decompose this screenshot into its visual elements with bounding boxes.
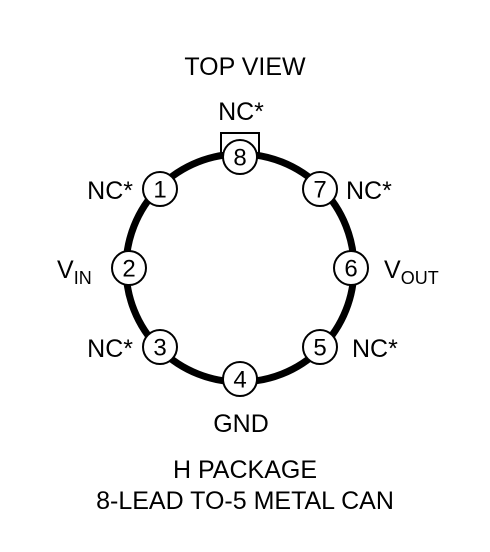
pin-number: 6 — [344, 256, 357, 283]
pin-circle — [142, 171, 178, 207]
pin-2-label: VIN — [57, 256, 92, 288]
pin-6-label-subscript: OUT — [401, 268, 439, 288]
pin-5: 5 — [302, 329, 338, 365]
pin-2: 2 — [111, 250, 147, 286]
pin-number: 7 — [313, 177, 326, 204]
pin-1-label: NC* — [87, 177, 133, 205]
pin-circle — [111, 250, 147, 286]
pin-number: 2 — [122, 256, 135, 283]
pin-circle — [222, 139, 258, 175]
package-description: 8-LEAD TO-5 METAL CAN — [96, 487, 394, 515]
pin-7-label: NC* — [346, 177, 392, 205]
pin-6-label-main: V — [384, 256, 401, 284]
pin-circle — [333, 250, 369, 286]
pin-circle — [222, 361, 258, 397]
pin-number: 4 — [233, 367, 246, 394]
pin-circle — [142, 329, 178, 365]
pin-number: 3 — [153, 335, 166, 362]
pin-7: 7 — [302, 171, 338, 207]
pin-circle — [302, 329, 338, 365]
pin-3: 3 — [142, 329, 178, 365]
pin-5-label: NC* — [352, 335, 398, 363]
pin-1: 1 — [142, 171, 178, 207]
pin-8: 8 — [222, 139, 258, 175]
pin-number: 5 — [313, 335, 326, 362]
pin-number: 1 — [153, 177, 166, 204]
pin-6-label: VOUT — [384, 256, 439, 288]
package-name: H PACKAGE — [173, 456, 317, 484]
pin-4: 4 — [222, 361, 258, 397]
pin-6: 6 — [333, 250, 369, 286]
pin-8-label: NC* — [218, 98, 264, 126]
pin-2-label-subscript: IN — [74, 268, 92, 288]
pin-4-label: GND — [213, 410, 269, 438]
pin-3-label: NC* — [87, 335, 133, 363]
pin-number: 8 — [233, 145, 246, 172]
pin-2-label-main: V — [57, 256, 74, 284]
pin-circle — [302, 171, 338, 207]
view-title: TOP VIEW — [184, 53, 306, 81]
